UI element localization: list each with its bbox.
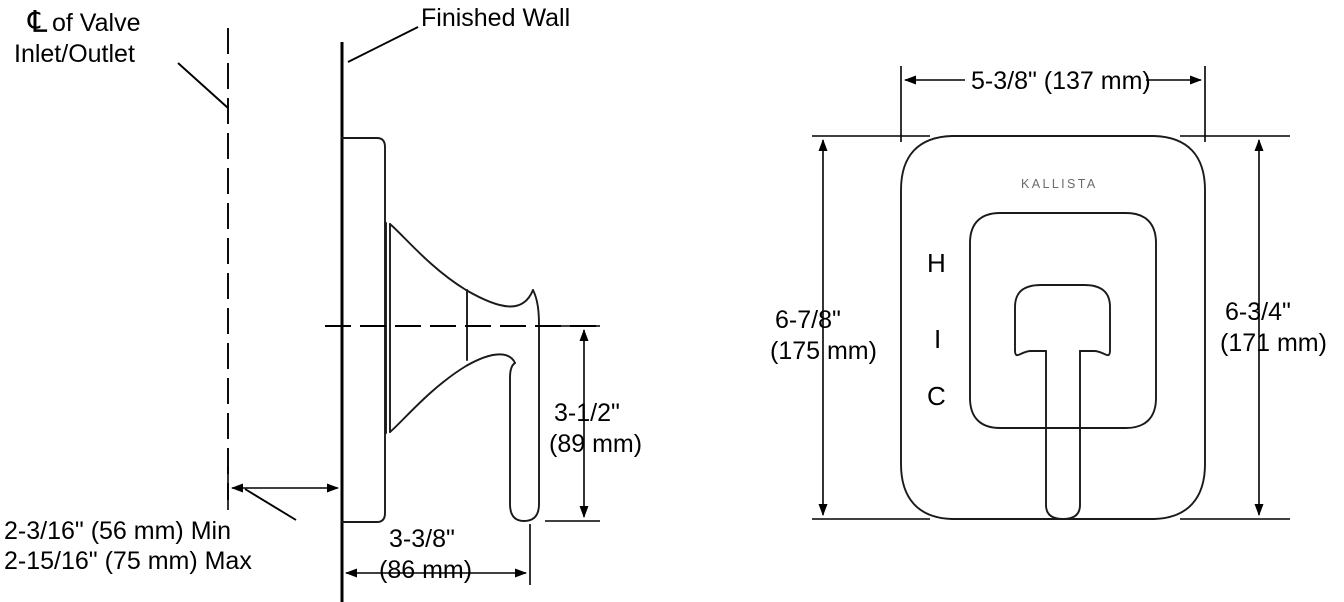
dim-projection-max-text: 2-15/16" (75 mm) Max [4,547,252,575]
side-view-plate-inner-edge [385,222,391,434]
dim-handle-drop-mm: (89 mm) [549,430,642,458]
centerline-label-line1: of Valve [52,9,140,37]
dim-plate-height-left-in: 6-7/8" [775,306,841,334]
side-view-lever-handle [509,289,540,522]
dim-plate-height-right [1180,135,1290,520]
temperature-tick-mark: I [934,324,941,354]
dim-plate-height-right-in: 6-3/4" [1225,298,1291,326]
dim-handle-depth [345,524,531,585]
dim-plate-height-left-mm: (175 mm) [770,337,877,365]
dim-handle-drop-in: 3-1/2" [554,399,620,427]
hot-indicator-label: H [927,248,946,278]
dim-projection [227,466,339,521]
side-view-lower-body [389,353,516,433]
dim-projection-min-text: 2-3/16" (56 mm) Min [4,517,231,545]
centerline-label-line2: Inlet/Outlet [14,40,135,68]
finished-wall-leader [347,26,419,63]
dim-plate-width [900,66,1206,142]
side-view-escutcheon [341,137,386,523]
dim-plate-height-left [812,135,930,520]
dim-plate-width-text: 5-3/8" (137 mm) [971,67,1151,95]
cold-indicator-label: C [927,381,946,411]
front-view-plate-inner [969,212,1157,429]
centerline-leader [177,62,229,109]
front-view-lever-handle [1014,284,1111,520]
dim-handle-depth-mm: (86 mm) [379,556,472,584]
dim-plate-height-right-mm: (171 mm) [1220,329,1327,357]
dim-handle-drop [545,325,600,522]
front-view-escutcheon-outer [900,135,1206,520]
dim-handle-depth-in: 3-3/8" [389,525,455,553]
side-view-upper-body [389,223,534,308]
kallista-brand-logo: KALLISTA [1021,177,1098,191]
finished-wall-label: Finished Wall [421,4,570,32]
centerline-symbol: ℄ [27,6,48,39]
